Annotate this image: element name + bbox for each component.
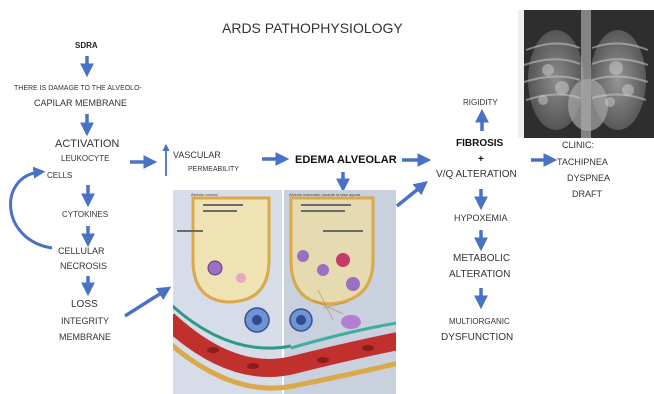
clinic-label: CLINIC: xyxy=(562,141,594,150)
cellular-label: CELLULAR xyxy=(58,247,105,256)
fibrosis-label: FIBROSIS xyxy=(456,139,503,149)
metabolic-label: METABOLIC xyxy=(453,254,510,264)
vq-alteration-label: V/Q ALTERATION xyxy=(436,170,517,180)
alveolus-illustration: Alvéolo normal Alvéolo lesionado durante… xyxy=(173,190,396,394)
arrow-loss-illustration xyxy=(125,290,166,316)
cytokines-label: CYTOKINES xyxy=(62,211,108,219)
alteration-label: ALTERATION xyxy=(449,270,510,280)
clinic-item-tachipnea: TACHIPNEA xyxy=(557,158,608,167)
necrosis-label: NECROSIS xyxy=(60,262,107,271)
leukocyte-label: LEUKOCYTE xyxy=(61,155,109,163)
dysfunction-label: DYSFUNCTION xyxy=(441,333,513,343)
clinic-item-dyspnea: DYSPNEA xyxy=(567,174,610,183)
sdra-label: SDRA xyxy=(75,42,98,50)
permeability-label: PERMEABILITY xyxy=(188,166,239,173)
arrow-illustration-vq xyxy=(397,185,423,206)
multiorganic-label: MULTIORGANIC xyxy=(449,318,510,326)
page-title: ARDS PATHOPHYSIOLOGY xyxy=(222,21,403,35)
plus-sign: + xyxy=(478,155,484,165)
illustration-left-heading: Alvéolo normal xyxy=(191,193,217,197)
vascular-label: VASCULAR xyxy=(173,151,221,160)
damage-line1: THERE IS DAMAGE TO THE ALVEOLO- xyxy=(14,85,142,92)
edema-alveolar-label: EDEMA ALVEOLAR xyxy=(295,155,397,166)
rigidity-label: RIGIDITY xyxy=(463,99,498,107)
hypoxemia-label: HYPOXEMIA xyxy=(454,214,508,223)
chest-xray-image xyxy=(518,10,654,138)
damage-line2: CAPILAR MEMBRANE xyxy=(34,99,127,108)
clinic-item-draft: DRAFT xyxy=(572,190,602,199)
loss-label: LOSS xyxy=(71,300,98,310)
membrane-label: MEMBRANE xyxy=(59,333,111,342)
cells-label: CELLS xyxy=(47,172,72,180)
illustration-right-heading: Alvéolo lesionado durante la fase aguda xyxy=(289,193,360,197)
activation-label: ACTIVATION xyxy=(55,139,119,150)
integrity-label: INTEGRITY xyxy=(61,317,109,326)
feedback-loop-arrow xyxy=(11,172,52,248)
